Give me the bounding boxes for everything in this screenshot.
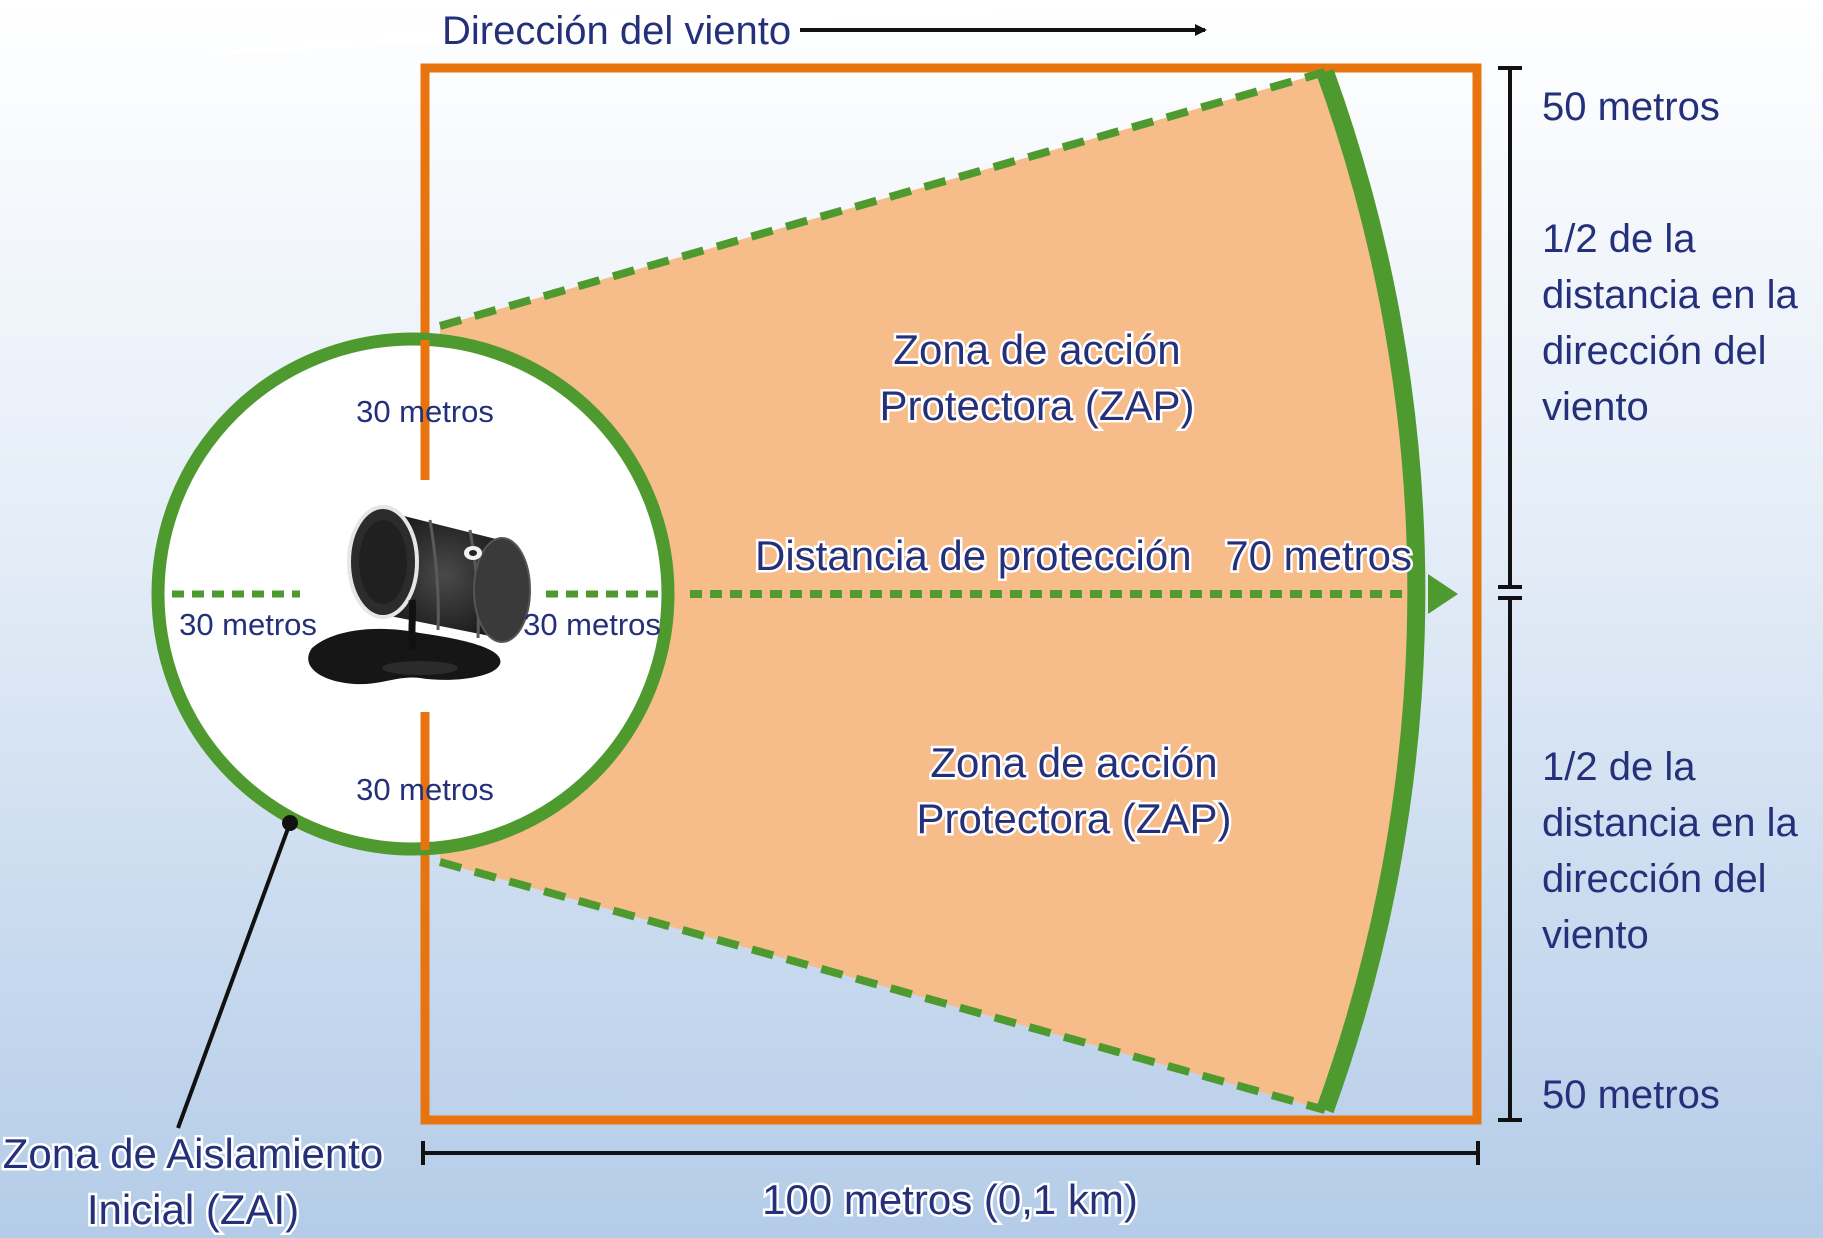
zone-upper-dashed-edge	[438, 68, 1327, 330]
right-dim-top-value: 50 metros	[1542, 85, 1720, 129]
radius-label-top: 30 metros	[356, 394, 494, 429]
zone-lower-dashed-edge	[438, 858, 1327, 1114]
background-swoosh	[200, 0, 1250, 55]
right-dim-upper-note-4: viento	[1542, 385, 1649, 429]
zai-label-line2: Inicial (ZAI)	[87, 1186, 299, 1233]
oil-barrel-spill-icon	[308, 505, 531, 685]
right-dim-lower-note-4: viento	[1542, 913, 1649, 957]
radius-label-right: 30 metros	[523, 607, 661, 642]
protective-action-zone-fill	[440, 72, 1417, 1110]
radius-label-bottom: 30 metros	[356, 772, 494, 807]
right-dim-lower-note-2: distancia en la	[1542, 801, 1798, 845]
right-dimension-lower	[1498, 596, 1522, 1122]
protection-distance-arrowhead	[1428, 574, 1458, 614]
right-dim-lower-note-3: dirección del	[1542, 857, 1767, 901]
bottom-dimension	[421, 1141, 1480, 1165]
zai-label-line1: Zona de Aislamiento	[3, 1130, 384, 1177]
right-dim-upper-note-1: 1/2 de la	[1542, 217, 1696, 261]
zai-callout-line	[176, 822, 292, 1129]
right-dimension-upper	[1498, 66, 1522, 589]
zap-upper-line1: Zona de acción	[893, 326, 1180, 373]
zap-lower-line2: Protectora (ZAP)	[916, 795, 1231, 842]
zai-callout-dot	[282, 815, 298, 831]
radius-label-left: 30 metros	[179, 607, 317, 642]
protection-distance-label: Distancia de protección	[755, 532, 1192, 579]
right-dim-lower-note-1: 1/2 de la	[1542, 745, 1696, 789]
wind-direction-label: Dirección del viento	[442, 9, 791, 53]
bottom-dimension-label: 100 metros (0,1 km)	[762, 1176, 1138, 1223]
zap-upper-line2: Protectora (ZAP)	[879, 382, 1194, 429]
right-dim-bottom-value: 50 metros	[1542, 1073, 1720, 1117]
right-dim-upper-note-3: dirección del	[1542, 329, 1767, 373]
protection-distance-value: 70 metros	[1225, 532, 1412, 579]
zap-lower-line1: Zona de acción	[930, 739, 1217, 786]
right-dim-upper-note-2: distancia en la	[1542, 273, 1798, 317]
